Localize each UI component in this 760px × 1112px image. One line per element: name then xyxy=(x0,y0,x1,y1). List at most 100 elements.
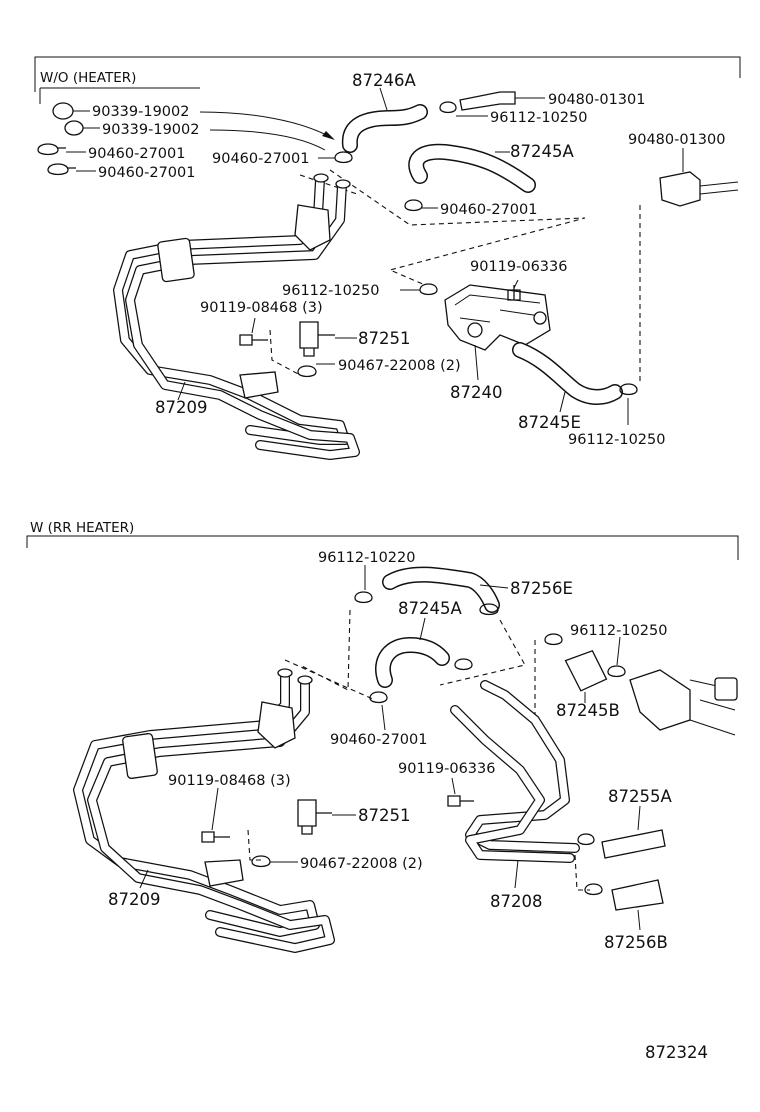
leader-line xyxy=(637,805,641,831)
part-label-87209: 87209 xyxy=(108,890,161,909)
clamp-part xyxy=(607,665,626,678)
clamp-part xyxy=(439,101,457,114)
part-label-90460-27001: 90460-27001 xyxy=(330,732,428,748)
leader-line xyxy=(381,704,386,731)
part-label-90119-08468: 90119-08468 (3) xyxy=(168,773,291,789)
hose-87256b xyxy=(611,879,664,911)
clamp-part xyxy=(297,365,317,378)
part-label-96112-10250: 96112-10250 xyxy=(490,110,588,126)
part-label-90460-27001: 90460-27001 xyxy=(440,202,538,218)
leader-line xyxy=(177,381,186,401)
diagram-number: 872324 xyxy=(645,1043,708,1062)
leader-line xyxy=(211,787,219,831)
pipe-assembly-87209-top xyxy=(113,173,360,460)
clamp-part xyxy=(404,199,423,212)
leader-line xyxy=(251,317,256,334)
top-section-frame xyxy=(34,56,741,92)
clamp-part xyxy=(479,603,499,616)
part-label-90119-06336: 90119-06336 xyxy=(398,761,496,777)
dashed-route xyxy=(439,619,526,686)
dashed-route xyxy=(329,169,586,286)
part-label-87256b: 87256B xyxy=(604,933,668,952)
leader-line xyxy=(474,344,479,381)
bottom-section-frame xyxy=(26,535,739,560)
clamp-part xyxy=(584,883,603,896)
bolt-part xyxy=(201,831,230,843)
part-label-96112-10250: 96112-10250 xyxy=(282,283,380,299)
dashed-route xyxy=(574,854,590,891)
arrow-line xyxy=(199,111,333,139)
part-label-87209: 87209 xyxy=(155,398,208,417)
hose-87255a xyxy=(601,829,666,859)
dashed-route xyxy=(299,174,361,196)
dashed-route xyxy=(284,609,376,701)
pipe-assembly-87208 xyxy=(450,680,580,863)
leader-line xyxy=(616,636,621,666)
clamp-part xyxy=(544,633,563,646)
leader-line xyxy=(479,584,509,589)
hose-87245b xyxy=(564,649,608,692)
connector-part xyxy=(459,91,516,111)
leader-line xyxy=(451,777,456,795)
clamp-part xyxy=(354,591,373,604)
part-label-90467-22008: 90467-22008 (2) xyxy=(338,358,461,374)
clamp-part xyxy=(334,151,353,164)
clamp-part xyxy=(454,658,473,671)
rear-heater-fitting xyxy=(629,669,738,736)
leader-line xyxy=(419,617,426,641)
plug-part xyxy=(52,102,74,120)
top-legend-bracket xyxy=(39,87,200,104)
part-label-90119-08468: 90119-08468 (3) xyxy=(200,300,323,316)
clamp-part xyxy=(419,283,438,296)
dashed-route xyxy=(247,829,262,861)
part-label-96112-10250: 96112-10250 xyxy=(568,432,666,448)
leader-line xyxy=(559,391,566,413)
valve-body-87240 xyxy=(444,284,551,351)
part-label-90339-19002: 90339-19002 xyxy=(102,122,200,138)
part-label-87240: 87240 xyxy=(450,383,503,402)
part-label-90460-27001: 90460-27001 xyxy=(98,165,196,181)
bottom-section-title: W (RR HEATER) xyxy=(30,520,134,536)
part-label-87245a: 87245A xyxy=(510,142,574,161)
pipe-assembly-87209-bottom xyxy=(73,668,335,953)
plug-part xyxy=(64,120,84,136)
part-label-87245e: 87245E xyxy=(518,413,581,432)
dashed-route xyxy=(269,329,301,376)
part-label-90467-22008: 90467-22008 (2) xyxy=(300,856,423,872)
hose-87256e xyxy=(383,568,499,612)
leader-line xyxy=(514,859,519,889)
hose-87245e xyxy=(513,343,622,404)
part-label-87245a: 87245A xyxy=(398,599,462,618)
leader-line xyxy=(379,87,388,111)
clamp-part xyxy=(577,833,595,846)
clamp-part xyxy=(251,855,271,868)
top-section-title: W/O (HEATER) xyxy=(40,70,136,86)
part-label-96112-10220: 96112-10220 xyxy=(318,550,416,566)
valve-part-87251-bottom xyxy=(297,799,332,835)
hose-87245a xyxy=(409,145,535,192)
part-label-90119-06336: 90119-06336 xyxy=(470,259,568,275)
part-label-90480-01300: 90480-01300 xyxy=(628,132,726,148)
part-label-90460-27001: 90460-27001 xyxy=(88,146,186,162)
bolt-part xyxy=(447,795,474,807)
part-label-90480-01301: 90480-01301 xyxy=(548,92,646,108)
part-label-87208: 87208 xyxy=(490,892,543,911)
bracket-part xyxy=(659,171,701,207)
part-label-87255a: 87255A xyxy=(608,787,672,806)
hose-87246a xyxy=(343,105,427,152)
leader-line xyxy=(637,909,641,931)
hose-87245a-bottom xyxy=(376,638,449,687)
part-label-87251: 87251 xyxy=(358,806,411,825)
pipe-stub xyxy=(699,189,739,195)
part-label-87256e: 87256E xyxy=(510,579,573,598)
part-label-87246a: 87246A xyxy=(352,71,416,90)
arrow-head xyxy=(322,131,335,140)
arrow-line xyxy=(209,129,326,151)
clamp-part xyxy=(619,383,638,396)
bolt-part xyxy=(239,334,268,346)
clamp-part xyxy=(47,163,76,176)
valve-part-87251 xyxy=(299,321,335,357)
clamp-part xyxy=(369,691,388,704)
